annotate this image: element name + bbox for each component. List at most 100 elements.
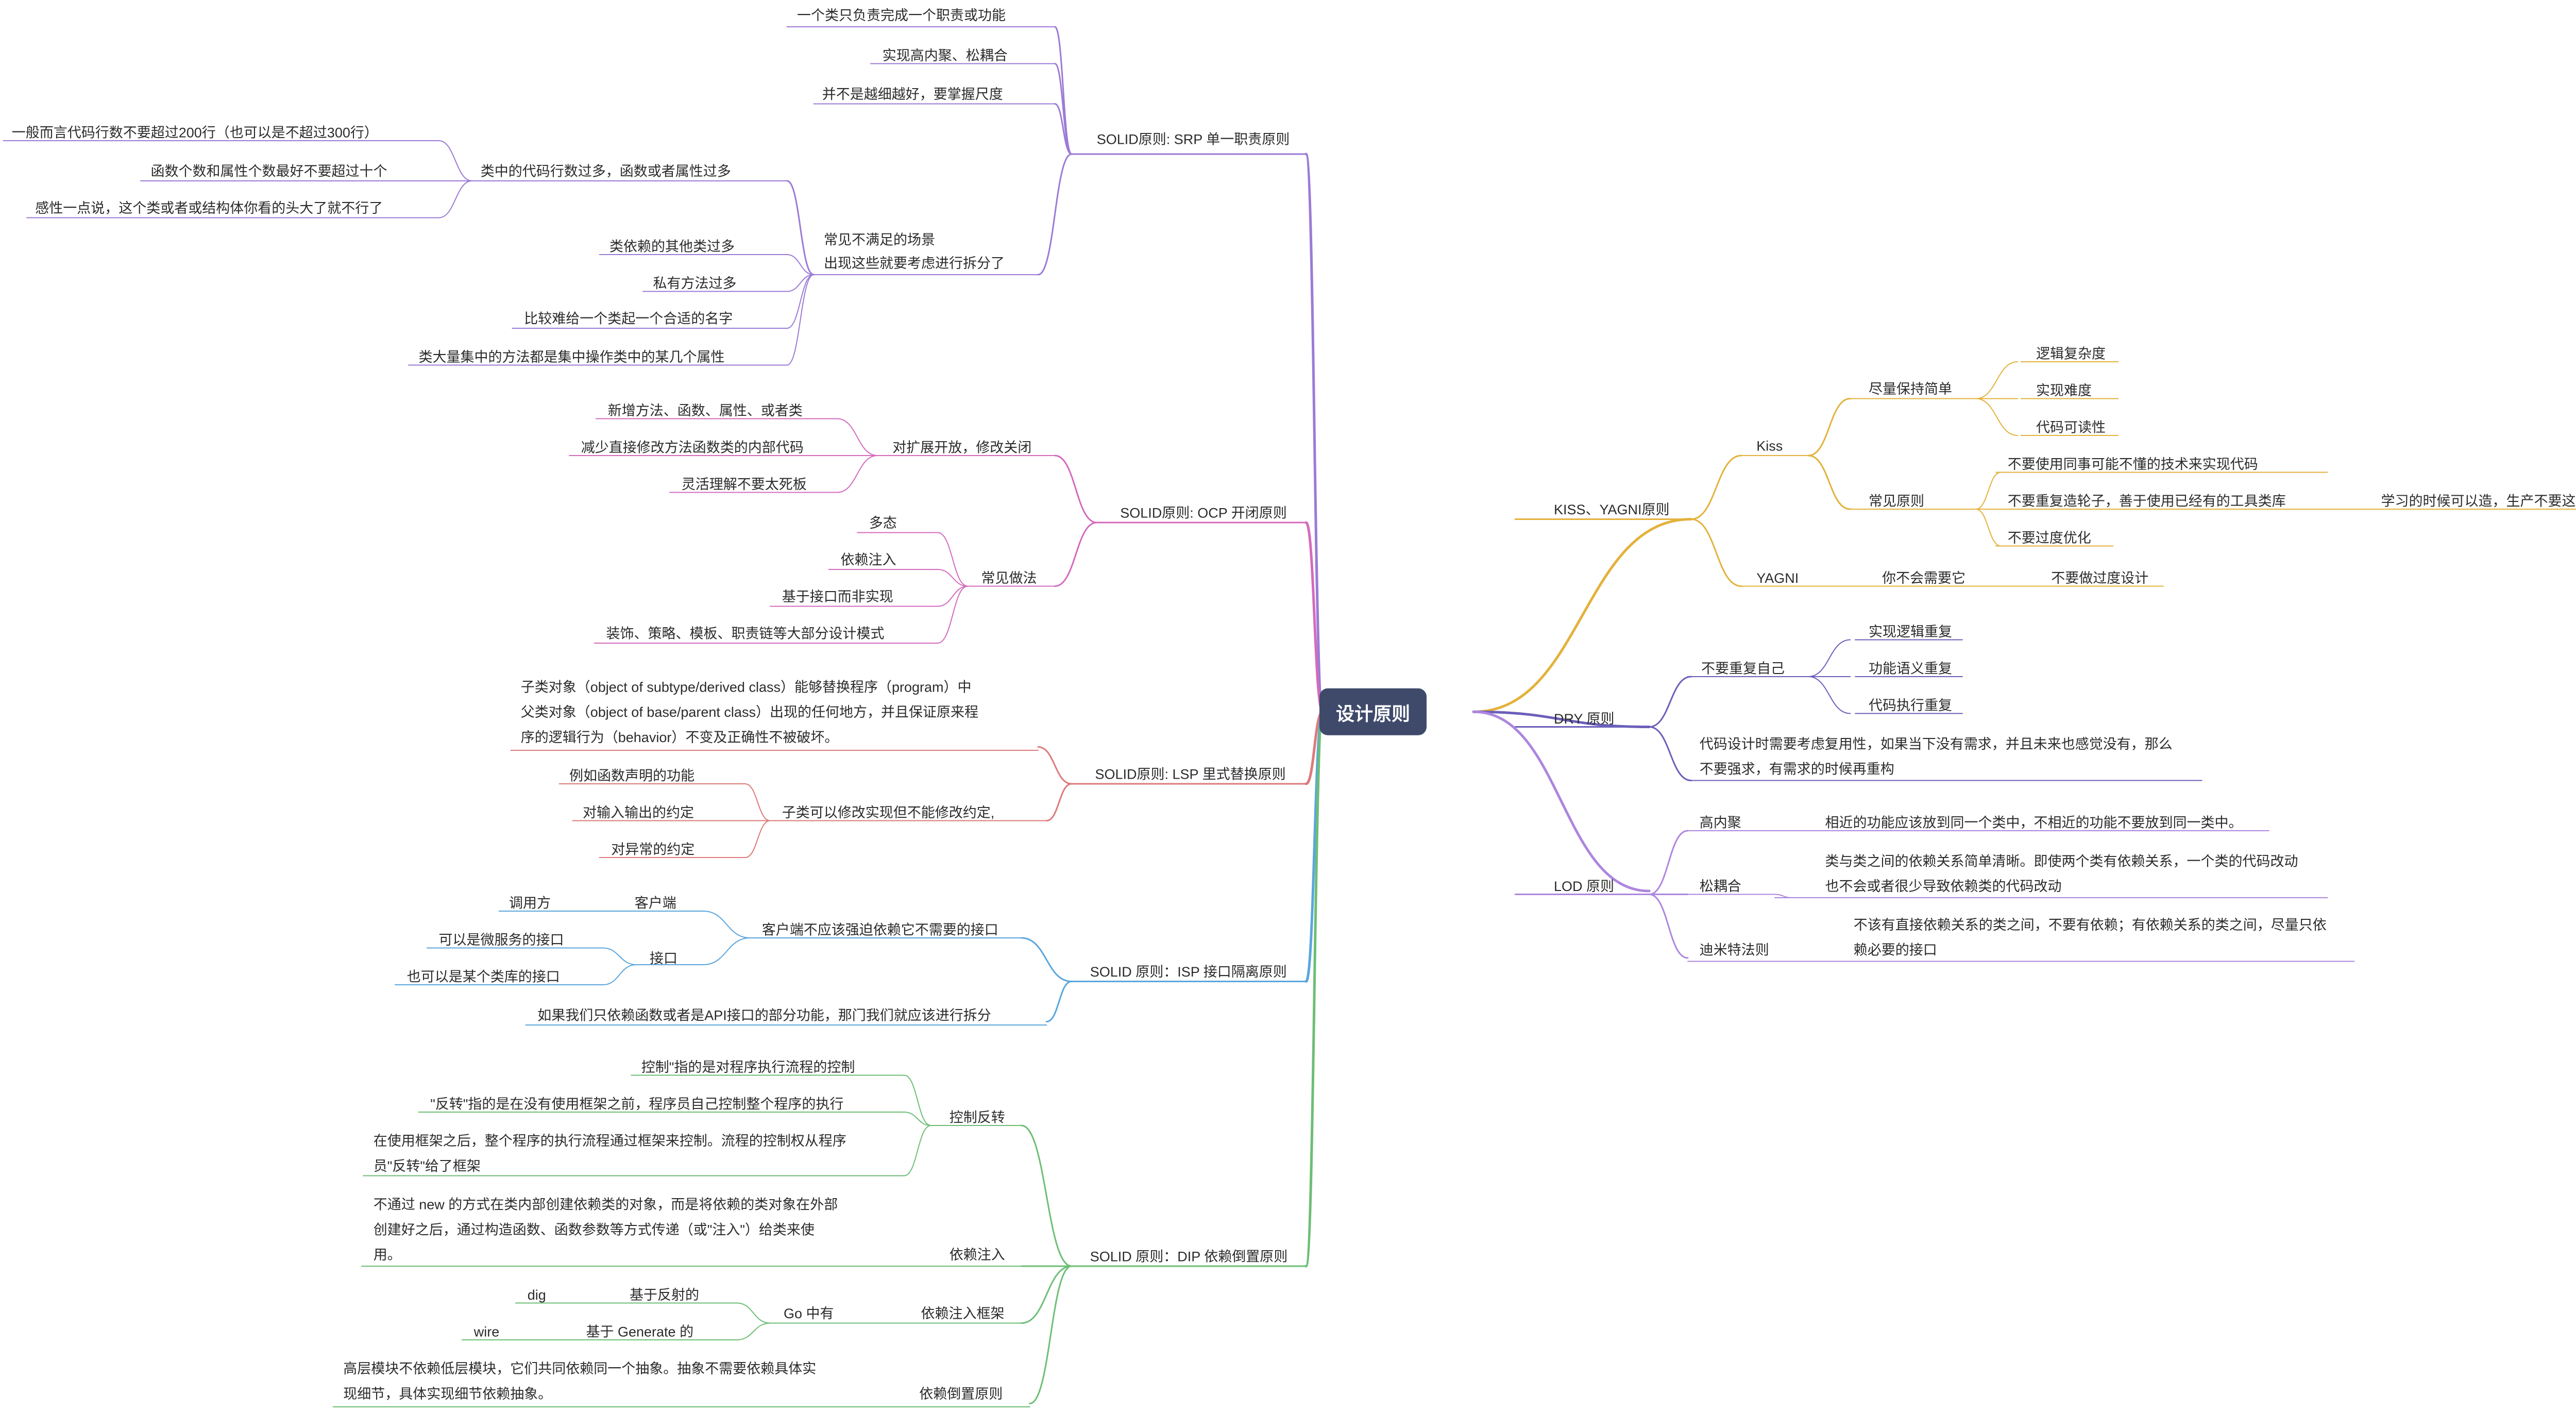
ocp-o2[interactable]: 减少直接修改方法函数类的内部代码 — [581, 440, 804, 456]
connector-lines — [3, 26, 2576, 1407]
lsp-sub[interactable]: 子类可以修改实现但不能修改约定, — [782, 805, 995, 820]
srp-leaf-2[interactable]: 实现高内聚、松耦合 — [883, 48, 1008, 63]
kiss-simple[interactable]: 尽量保持简单 — [1869, 381, 1952, 397]
dry-branch[interactable]: DRY 原则 — [1554, 711, 1615, 727]
dip-di-line1[interactable]: 不通过 new 的方式在类内部创建依赖类的对象，而是将依赖的类对象在外部 — [374, 1197, 838, 1213]
edge-dip-ioc3 — [904, 1125, 931, 1176]
kiss-common[interactable]: 常见原则 — [1869, 494, 1924, 509]
dip-branch[interactable]: SOLID 原则：DIP 依赖倒置原则 — [1090, 1249, 1288, 1264]
dip-g2v[interactable]: wire — [473, 1324, 500, 1340]
dip-di-line3[interactable]: 用。 — [374, 1247, 401, 1263]
ocp-p2[interactable]: 依赖注入 — [841, 552, 896, 567]
dip-ioc1[interactable]: 控制"指的是对程序执行流程的控制 — [641, 1060, 855, 1075]
lsp-def-line3[interactable]: 序的逻辑行为（behavior）不变及正确性不被破坏。 — [521, 730, 839, 745]
srp-c2[interactable]: 私有方法过多 — [653, 276, 737, 291]
srp-s2[interactable]: 函数个数和属性个数最好不要超过十个 — [151, 163, 387, 179]
srp-scene-line1[interactable]: 常见不满足的场景 — [824, 232, 935, 248]
kiss-c2[interactable]: 不要重复造轮子，善于使用已经有的工具类库 — [2008, 494, 2286, 509]
lsp-a3[interactable]: 对异常的约定 — [611, 842, 694, 858]
ocp-o1[interactable]: 新增方法、函数、属性、或者类 — [608, 403, 803, 418]
isp-sub[interactable]: 客户端不应该强迫依赖它不需要的接口 — [762, 922, 998, 938]
srp-c3[interactable]: 比较难给一个类起一个合适的名字 — [524, 311, 733, 326]
edge-dip-ioc2 — [904, 1112, 931, 1126]
dip-ioc3-line2[interactable]: 员"反转"给了框架 — [374, 1158, 481, 1174]
kiss-y1[interactable]: 你不会需要它 — [1882, 570, 1965, 586]
lod-dm2-line2[interactable]: 赖必要的接口 — [1854, 943, 1937, 958]
ocp-p3[interactable]: 基于接口而非实现 — [782, 589, 893, 604]
kiss-k2[interactable]: 实现难度 — [2036, 383, 2092, 398]
dip-ioc3-line1[interactable]: 在使用框架之后，整个程序的执行流程通过框架来控制。流程的控制权从程序 — [374, 1133, 846, 1149]
dip-g2[interactable]: 基于 Generate 的 — [586, 1324, 694, 1340]
kiss-yagni[interactable]: YAGNI — [1756, 570, 1799, 586]
lod-lc1-line1[interactable]: 类与类之间的依赖关系简单清晰。即使两个类有依赖关系，一个类的代码改动 — [1825, 853, 2298, 869]
edge-srp-l3 — [1054, 103, 1073, 155]
dry-note-line1[interactable]: 代码设计时需要考虑复用性，如果当下没有需求，并且未来也感觉没有，那么 — [1700, 736, 2173, 752]
dry-r2[interactable]: 功能语义重复 — [1869, 661, 1952, 677]
edge-lod-dm — [1648, 894, 1689, 959]
dip-g1[interactable]: 基于反射的 — [630, 1287, 699, 1303]
node-labels: SOLID原则: SRP 单一职责原则 一个类只负责完成一个职责或功能实现高内聚、… — [12, 8, 2576, 1402]
kiss-k3[interactable]: 代码可读性 — [2036, 420, 2106, 435]
dry-r3[interactable]: 代码执行重复 — [1869, 698, 1952, 713]
isp-i2[interactable]: 也可以是某个类库的接口 — [407, 969, 560, 985]
srp-s3[interactable]: 感性一点说，这个类或者或结构体你看的头大了就不行了 — [35, 200, 383, 216]
dip-ioc2[interactable]: "反转"指的是在没有使用框架之前，程序员自己控制整个程序的执行 — [430, 1097, 843, 1112]
lod-branch[interactable]: LOD 原则 — [1554, 879, 1614, 894]
isp-client[interactable]: 客户端 — [635, 896, 676, 911]
ocp-p1[interactable]: 多态 — [869, 515, 897, 531]
lsp-def-line1[interactable]: 子类对象（object of subtype/derived class）能够替… — [521, 679, 972, 695]
root-node[interactable]: 设计原则 — [1319, 688, 1427, 735]
kiss-c3[interactable]: 不要过度优化 — [2008, 530, 2091, 546]
dip-di[interactable]: 依赖注入 — [950, 1247, 1005, 1263]
kiss-c1[interactable]: 不要使用同事可能不懂的技术来实现代码 — [2008, 457, 2258, 472]
lsp-a2[interactable]: 对输入输出的约定 — [583, 805, 694, 820]
lod-dm[interactable]: 迪米特法则 — [1700, 943, 1769, 958]
srp-s1[interactable]: 一般而言代码行数不要超过200行（也可以是不超过300行） — [12, 125, 378, 141]
lod-lc[interactable]: 松耦合 — [1700, 879, 1741, 894]
ocp-branch[interactable]: SOLID原则: OCP 开闭原则 — [1120, 505, 1287, 520]
kiss-kiss[interactable]: Kiss — [1756, 438, 1783, 453]
ocp-p4[interactable]: 装饰、策略、模板、职责链等大部分设计模式 — [606, 626, 885, 641]
ocp-open[interactable]: 对扩展开放，修改关闭 — [892, 440, 1031, 456]
edge-dip-dp — [1029, 1265, 1073, 1404]
isp-iface[interactable]: 接口 — [650, 951, 677, 966]
isp-branch[interactable]: SOLID 原则：ISP 接口隔离原则 — [1090, 964, 1287, 980]
srp-sub[interactable]: 类中的代码行数过多，函数或者属性过多 — [481, 163, 731, 179]
kiss-branch[interactable]: KISS、YAGNI原则 — [1554, 502, 1670, 517]
isp-i1[interactable]: 可以是微服务的接口 — [439, 932, 564, 948]
srp-c1[interactable]: 类依赖的其他类过多 — [609, 239, 735, 255]
isp-caller[interactable]: 调用方 — [509, 896, 551, 911]
dry-self[interactable]: 不要重复自己 — [1701, 661, 1785, 677]
srp-c4[interactable]: 类大量集中的方法都是集中操作类中的某几个属性 — [419, 349, 725, 365]
srp-leaf-1[interactable]: 一个类只负责完成一个职责或功能 — [797, 8, 1006, 23]
edge-ocp-common — [1054, 522, 1098, 587]
kiss-k1[interactable]: 逻辑复杂度 — [2036, 346, 2106, 362]
lod-lc2-line2[interactable]: 也不会或者很少导致依赖类的代码改动 — [1825, 879, 2062, 894]
isp-note[interactable]: 如果我们只依赖函数或者是API接口的部分功能，那门我们就应该进行拆分 — [537, 1007, 991, 1023]
lod-hc1[interactable]: 相近的功能应该放到同一个类中，不相近的功能不要放到同一类中。 — [1825, 815, 2243, 831]
ocp-common[interactable]: 常见做法 — [981, 570, 1037, 586]
dry-note-line2[interactable]: 不要强求，有需求的时候再重构 — [1700, 762, 1894, 777]
srp-leaf-3[interactable]: 并不是越细越好，要掌握尺度 — [822, 87, 1003, 102]
dip-dp-line2[interactable]: 现细节，具体实现细节依赖抽象。 — [343, 1386, 552, 1402]
kiss-y2[interactable]: 不要做过度设计 — [2051, 570, 2148, 586]
lsp-a1[interactable]: 例如函数声明的功能 — [569, 768, 694, 784]
dip-ioc[interactable]: 控制反转 — [950, 1110, 1005, 1125]
dip-dp-line1[interactable]: 高层模块不依赖低层模块，它们共同依赖同一个抽象。抽象不需要依赖具体实 — [343, 1361, 816, 1376]
dip-go[interactable]: Go 中有 — [784, 1306, 834, 1321]
edge-ocp-p3 — [937, 585, 969, 607]
dip-di-line2[interactable]: 创建好之后，通过构造函数、函数参数等方式传递（或"注入"）给类来使 — [374, 1222, 815, 1237]
edge-lsp-sub — [1045, 783, 1073, 821]
ocp-o3[interactable]: 灵活理解不要太死板 — [682, 477, 807, 492]
dip-g1v[interactable]: dig — [528, 1287, 546, 1303]
kiss-c2note[interactable]: 学习的时候可以造，生产不要这么搞 — [2381, 494, 2576, 509]
srp-scene-line2[interactable]: 出现这些就要考虑进行拆分了 — [824, 256, 1005, 271]
dry-r1[interactable]: 实现逻辑重复 — [1869, 624, 1952, 640]
dip-fw[interactable]: 依赖注入框架 — [921, 1306, 1005, 1321]
dip-dp[interactable]: 依赖倒置原则 — [919, 1386, 1003, 1402]
lsp-def-line2[interactable]: 父类对象（object of base/parent class）出现的任何地方… — [521, 704, 978, 720]
lsp-branch[interactable]: SOLID原则: LSP 里式替换原则 — [1095, 766, 1286, 782]
lod-dm1-line1[interactable]: 不该有直接依赖关系的类之间，不要有依赖；有依赖关系的类之间，尽量只依 — [1854, 917, 2327, 933]
srp-branch[interactable]: SOLID原则: SRP 单一职责原则 — [1097, 132, 1290, 147]
lod-hc[interactable]: 高内聚 — [1700, 815, 1741, 831]
